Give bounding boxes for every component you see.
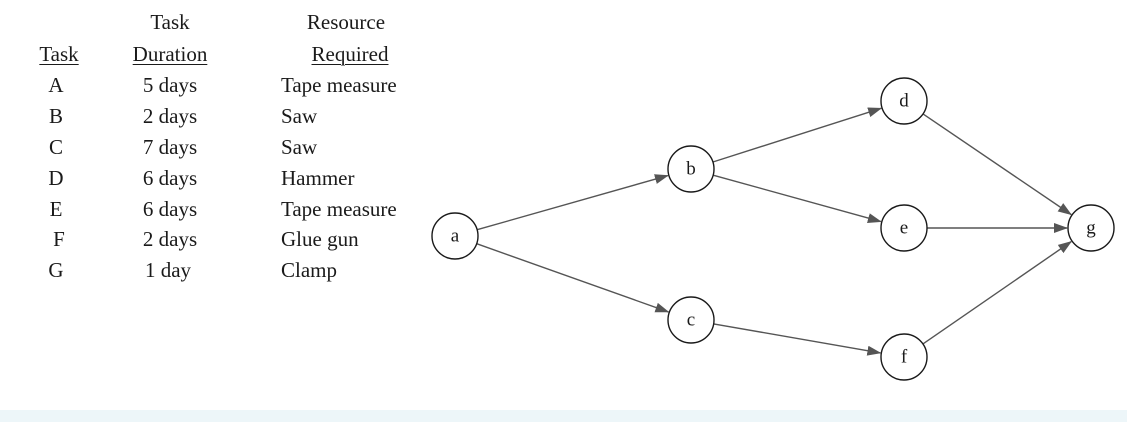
node-g: g: [1067, 204, 1115, 252]
edge-a-c: [476, 243, 670, 313]
node-label: a: [451, 226, 460, 247]
task-cell: A: [48, 73, 64, 97]
node-f: f: [880, 333, 928, 381]
task-cell: F: [53, 227, 65, 251]
node-b: b: [667, 145, 715, 193]
node-label: b: [686, 159, 696, 180]
node-label: e: [900, 218, 908, 239]
edge-c-f: [713, 323, 882, 356]
edge-b-d: [712, 107, 883, 163]
duration-cell: 5 days: [142, 73, 198, 97]
node-circle: [880, 77, 928, 125]
node-circle: [431, 212, 479, 260]
edge-d-g: [922, 113, 1072, 216]
node-e: e: [880, 204, 928, 252]
task-cell: B: [48, 104, 64, 128]
duration-cell: 6 days: [142, 166, 198, 190]
edge-f-g: [922, 241, 1073, 345]
duration-cell: 1 day: [144, 258, 192, 282]
resource-cell: Saw: [281, 135, 318, 159]
edge-a-b: [476, 174, 669, 231]
node-label: d: [899, 91, 909, 112]
task-cell: D: [48, 166, 64, 190]
bottom-strip: [0, 410, 1127, 422]
duration-cell: 2 days: [142, 227, 198, 251]
task-header: Task: [39, 42, 79, 66]
resource-cell: Saw: [281, 104, 318, 128]
edge-b-e: [712, 174, 882, 223]
duration-cell: 7 days: [142, 135, 198, 159]
resource-cell: Tape measure: [281, 197, 397, 221]
node-label: f: [901, 347, 908, 368]
duration-header-line1: Task: [150, 10, 190, 34]
duration-header-line2: Duration: [132, 42, 208, 66]
task-cell: E: [49, 197, 63, 221]
resource-cell: Glue gun: [281, 227, 359, 251]
node-a: a: [431, 212, 479, 260]
node-circle: [880, 333, 928, 381]
node-circle: [880, 204, 928, 252]
node-d: d: [880, 77, 928, 125]
resource-cell: Clamp: [281, 258, 337, 282]
duration-cell: 2 days: [142, 104, 198, 128]
node-label: g: [1086, 218, 1096, 239]
node-label: c: [687, 310, 695, 331]
task-cell: G: [48, 258, 64, 282]
node-c: c: [667, 296, 715, 344]
duration-cell: 6 days: [142, 197, 198, 221]
resource-header-line1: Resource: [306, 10, 386, 34]
resource-header-line2: Required: [311, 42, 389, 66]
node-circle: [667, 296, 715, 344]
task-cell: C: [48, 135, 64, 159]
node-circle: [1067, 204, 1115, 252]
resource-cell: Tape measure: [281, 73, 397, 97]
resource-cell: Hammer: [281, 166, 355, 190]
node-circle: [667, 145, 715, 193]
